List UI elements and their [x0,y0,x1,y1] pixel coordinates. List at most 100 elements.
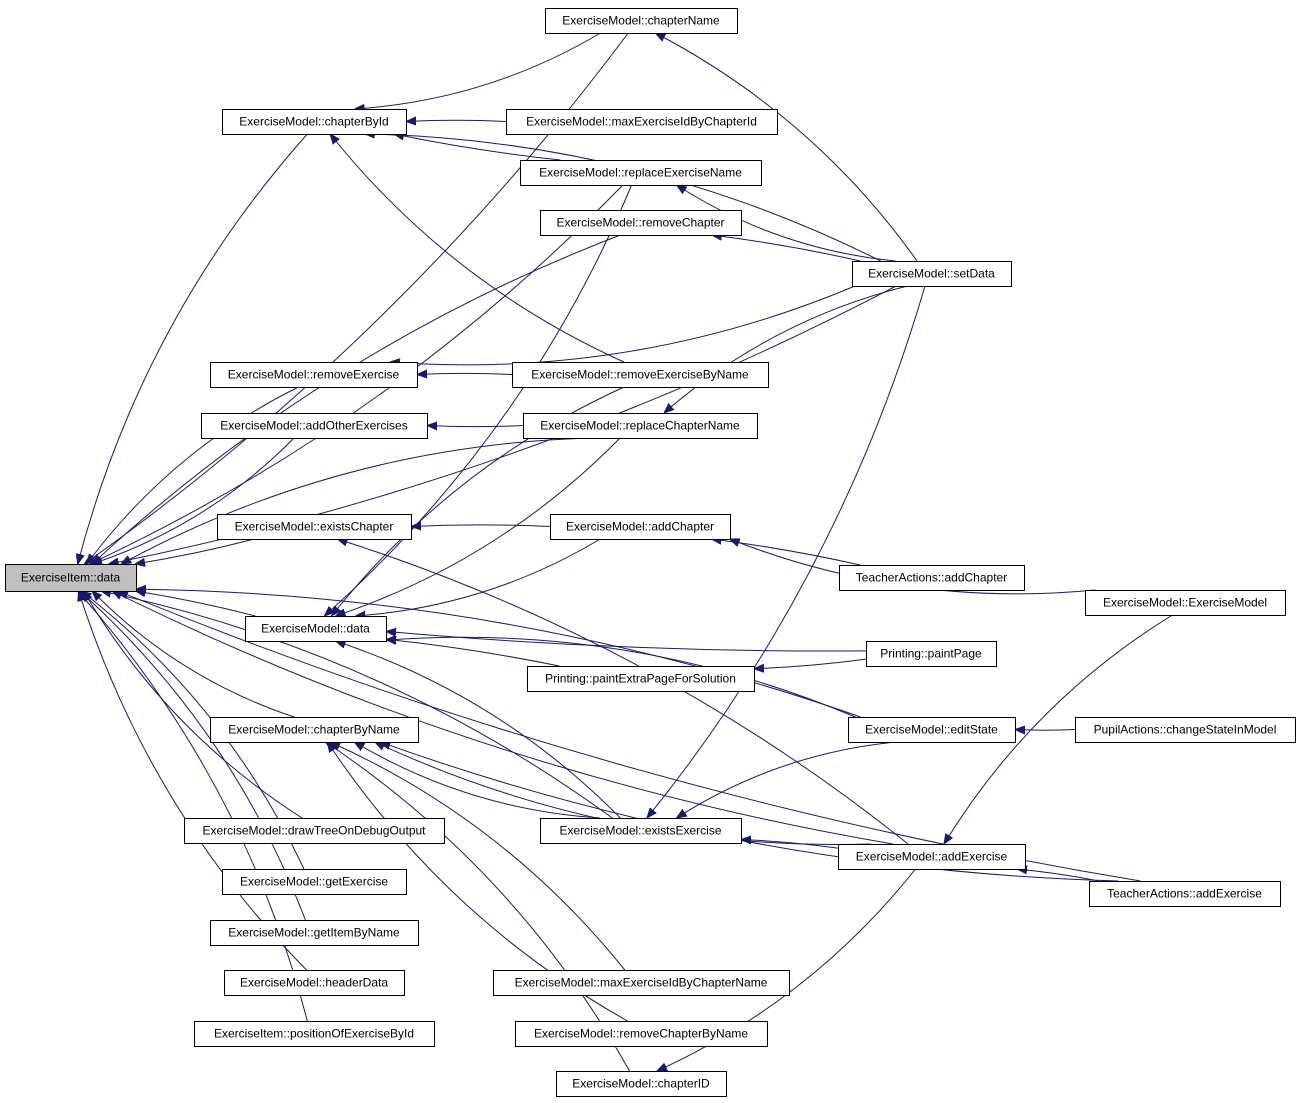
edge-n23-to-n0 [112,591,893,845]
edge-n10-to-n15 [336,437,621,616]
edge-n6-to-n4 [677,185,896,262]
edge-n8-to-n2 [330,134,625,363]
graph-node[interactable]: ExerciseModel::maxExerciseIdByChapterNam… [493,970,790,996]
node-label: Printing::paintExtraPageForSolution [545,672,736,686]
node-label: ExerciseModel::drawTreeOnDebugOutput [203,824,427,838]
edge-n16-to-n15 [386,631,867,652]
node-box [222,109,407,135]
graph-node[interactable]: TeacherActions::addExercise [1089,881,1281,907]
node-label: ExerciseItem::positionOfExerciseById [214,1027,414,1041]
edge-n28-to-n18 [330,742,626,971]
graph-node[interactable]: ExerciseModel::removeExercise [210,362,418,388]
graph-node[interactable]: TeacherActions::addChapter [839,565,1025,591]
graph-node[interactable]: ExerciseModel::editState [848,717,1016,743]
graph-node[interactable]: ExerciseModel::maxExerciseIdByChapterId [506,109,778,135]
edge-n22-to-n15 [336,641,621,819]
node-label: ExerciseModel::maxExerciseIdByChapterId [526,115,757,129]
edge-n31-to-n18 [326,742,630,1072]
node-label: ExerciseModel::data [261,622,370,636]
graph-node[interactable]: ExerciseModel::addExercise [838,844,1026,870]
graph-node[interactable]: ExerciseModel::existsChapter [217,514,412,540]
graph-node[interactable]: ExerciseModel::removeChapter [540,210,742,236]
edge-n8-to-n15 [332,386,625,616]
edge-n10-to-n9 [427,426,524,427]
graph-node[interactable]: ExerciseModel::chapterById [222,109,407,135]
node-label: Printing::paintPage [880,647,982,661]
node-box [5,564,137,592]
node-box [540,818,742,844]
node-box [852,261,1012,287]
graph-node[interactable]: ExerciseModel::chapterByName [210,717,419,743]
edge-n7-to-n0 [87,386,299,564]
node-box [194,1021,435,1047]
edge-n6-to-n1 [655,33,918,262]
graph-node[interactable]: ExerciseModel::chapterName [545,8,738,34]
node-label: ExerciseModel::chapterById [239,115,388,129]
graph-node[interactable]: ExerciseModel::addChapter [550,514,731,540]
node-label: ExerciseModel::getExercise [240,875,388,889]
node-label: ExerciseModel::existsExercise [559,824,721,838]
node-label: ExerciseModel::removeExercise [228,368,400,382]
edge-n1-to-n2 [355,32,601,109]
node-label: ExerciseModel::maxExerciseIdByChapterNam… [515,976,768,990]
graph-node[interactable]: ExerciseModel::drawTreeOnDebugOutput [184,818,445,844]
node-box [515,1021,768,1047]
node-box [512,362,769,388]
edge-n19-to-n0 [136,589,861,718]
edge-n25-to-n18 [380,742,1119,882]
edge-n25-to-n23 [1017,869,1100,882]
graph-node[interactable]: ExerciseModel::headerData [224,970,405,996]
node-label: ExerciseItem::data [21,571,121,585]
graph-node[interactable]: ExerciseModel::ExerciseModel [1085,590,1286,616]
graph-node[interactable]: ExerciseModel::data [245,616,387,642]
root-node[interactable]: ExerciseItem::data [5,564,137,592]
graph-node[interactable]: Printing::paintExtraPageForSolution [527,666,755,692]
edge-n22-to-n18 [354,742,601,819]
graph-node[interactable]: ExerciseItem::positionOfExerciseById [194,1021,435,1047]
edge-n23-to-n11 [337,539,909,845]
node-box [201,413,428,439]
node-box [527,666,755,692]
graph-node[interactable]: PupilActions::changeStateInModel [1075,717,1296,743]
graph-node[interactable]: ExerciseModel::replaceChapterName [523,413,758,439]
edge-n6-to-n7 [390,285,856,365]
graph-node[interactable]: ExerciseModel::getExercise [222,869,407,895]
graph-node[interactable]: ExerciseModel::replaceExerciseName [520,160,762,186]
graph-node[interactable]: ExerciseModel::setData [852,261,1012,287]
edge-n23-to-n31 [657,868,916,1071]
node-box [540,210,742,236]
node-box [506,109,778,135]
edge-n16-to-n17 [754,658,867,669]
edge-n12-to-n11 [411,525,551,527]
node-label: ExerciseModel::existsChapter [235,520,394,534]
graph-node[interactable]: ExerciseModel::addOtherExercises [201,413,428,439]
node-label: ExerciseModel::addExercise [856,850,1008,864]
graph-node[interactable]: ExerciseModel::chapterID [556,1071,727,1097]
edge-n19-to-n22 [677,741,896,818]
node-box [493,970,790,996]
edge-n8-to-n7 [417,373,513,374]
node-label: PupilActions::changeStateInModel [1094,723,1277,737]
node-box [1085,590,1286,616]
graph-node[interactable]: ExerciseModel::existsExercise [540,818,742,844]
node-box [245,616,387,642]
edge-n18-to-n0 [92,591,295,718]
edge-n11-to-n0 [135,538,255,564]
edge-n17-to-n15 [386,639,560,667]
node-box [550,514,731,540]
node-box [224,970,405,996]
edges-layer [78,33,1173,1071]
edge-n6-to-n2 [365,134,881,262]
nodes-layer: ExerciseItem::dataExerciseModel::chapter… [5,8,1296,1097]
graph-node[interactable]: ExerciseModel::getItemByName [210,920,419,946]
graph-node[interactable]: Printing::paintPage [866,641,997,667]
edge-n4-to-n2 [394,134,561,161]
edge-n29-to-n0 [78,591,308,1022]
node-label: ExerciseModel::chapterByName [228,723,400,737]
edge-n3-to-n2 [406,120,507,121]
graph-node[interactable]: ExerciseModel::removeChapterByName [515,1021,768,1047]
graph-node[interactable]: ExerciseModel::removeExerciseByName [512,362,769,388]
edge-n23-to-n22 [741,840,839,849]
node-box [848,717,1016,743]
